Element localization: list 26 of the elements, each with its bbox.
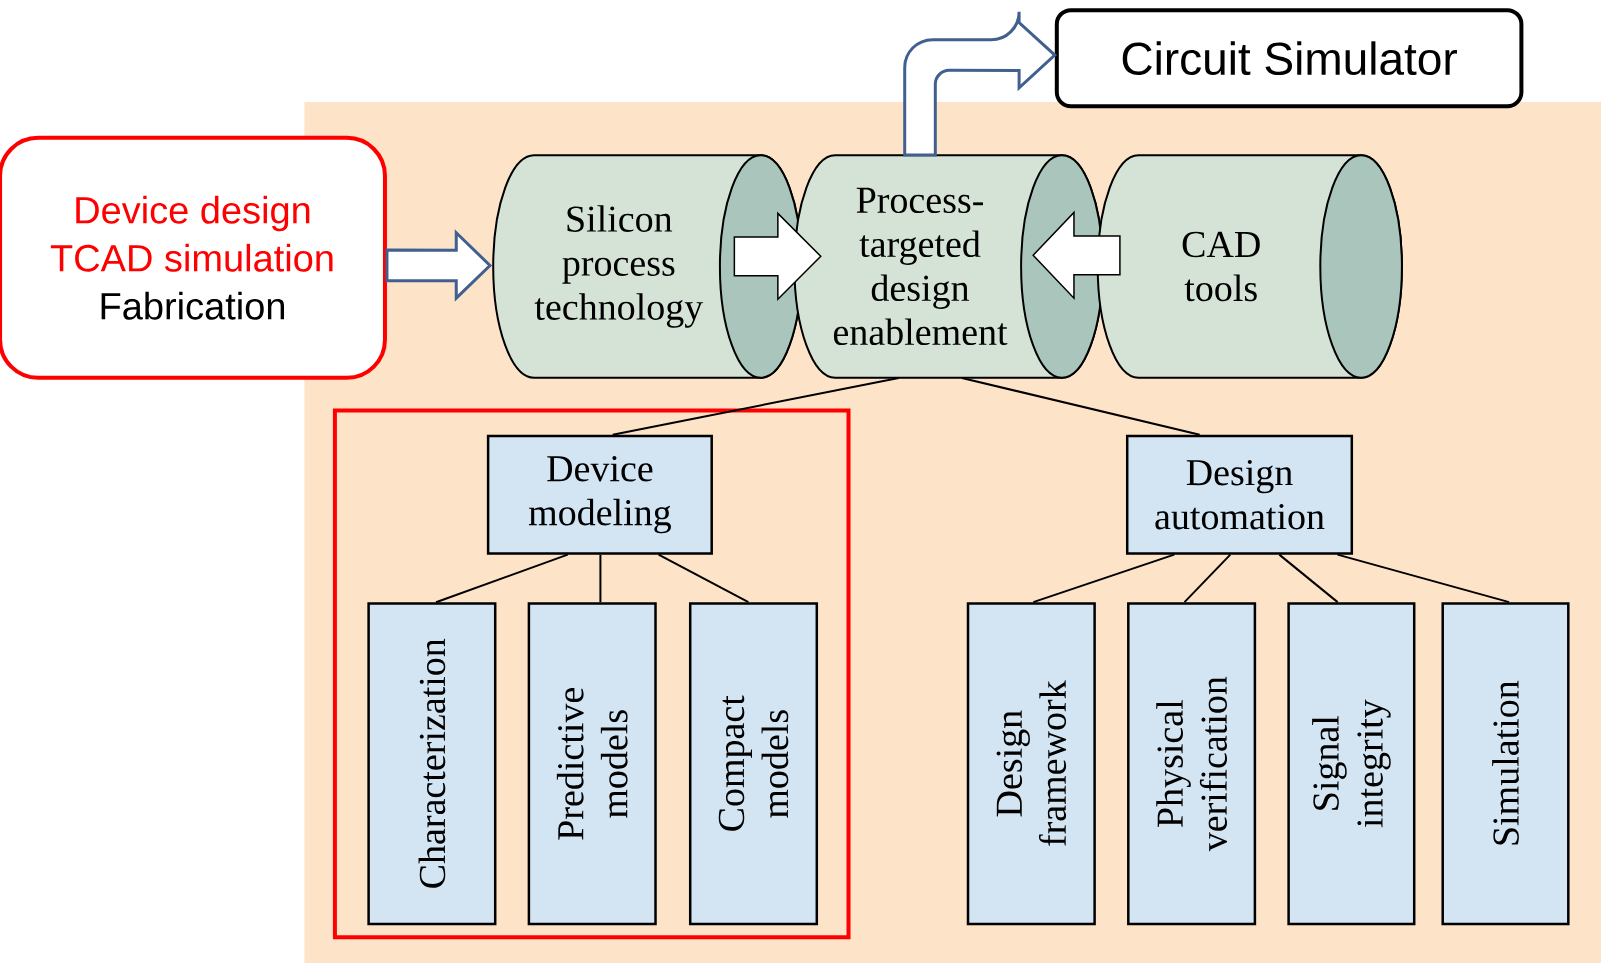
process-box: Compact models xyxy=(688,602,819,926)
process-box: Simulation xyxy=(1441,602,1570,926)
block-arrow xyxy=(385,229,493,302)
connector-line xyxy=(1336,553,1511,604)
connector-line xyxy=(657,553,750,604)
process-box: Characterization xyxy=(367,602,497,926)
connector-line xyxy=(599,553,602,604)
block-arrow xyxy=(733,211,822,301)
process-box: Device modeling xyxy=(486,434,713,555)
connector-line xyxy=(435,553,569,604)
cylinder: CAD tools xyxy=(1096,154,1403,379)
rounded-box: Device design TCAD simulation Fabrication xyxy=(0,135,387,380)
cylinder: Silicon process technology xyxy=(492,154,803,379)
connector-line xyxy=(1032,553,1176,604)
block-arrow xyxy=(1032,210,1121,301)
process-box: Physical verification xyxy=(1127,602,1257,926)
process-box: Predictive models xyxy=(527,602,657,926)
group-frame xyxy=(332,408,851,940)
process-box: Design automation xyxy=(1125,434,1354,555)
connector-line xyxy=(1183,553,1232,604)
process-box: Circuit Simulator xyxy=(1054,8,1524,109)
process-box: Signal integrity xyxy=(1287,602,1416,926)
block-arrow xyxy=(903,10,1057,157)
connector-line xyxy=(960,377,1201,436)
connector-line xyxy=(1278,553,1339,604)
process-box: Design framework xyxy=(966,602,1096,926)
